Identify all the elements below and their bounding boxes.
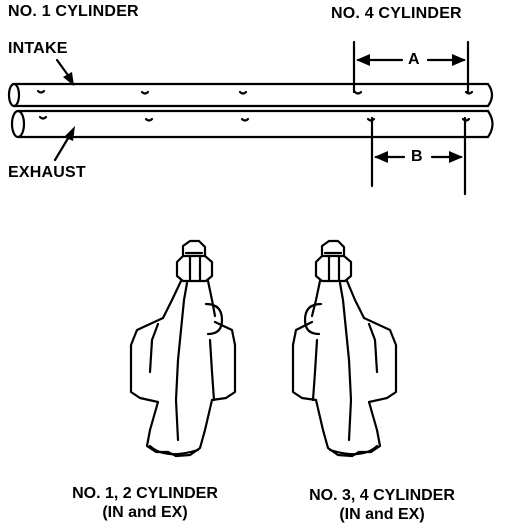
caption-no-3-4-line1: NO. 3, 4 CYLINDER (309, 487, 455, 504)
caption-no-1-2-line1: NO. 1, 2 CYLINDER (72, 485, 218, 502)
rocker-arm-no-1-2 (129, 239, 237, 458)
caption-no-1-2: NO. 1, 2 CYLINDER (IN and EX) (35, 484, 255, 522)
intake-rocker-shaft (7, 82, 494, 108)
rocker-arm-no-3-4 (291, 239, 398, 458)
exhaust-label: EXHAUST (8, 164, 86, 181)
exhaust-leader-arrow (53, 133, 72, 162)
caption-no-1-2-line2: (IN and EX) (102, 504, 188, 521)
dimension-b-label: B (411, 148, 423, 165)
exhaust-rocker-shaft (10, 109, 494, 139)
intake-label: INTAKE (8, 40, 68, 57)
caption-no-3-4: NO. 3, 4 CYLINDER (IN and EX) (272, 486, 492, 524)
caption-no-3-4-line2: (IN and EX) (339, 506, 425, 523)
dimension-a-label: A (408, 51, 420, 68)
no4-cylinder-label: NO. 4 CYLINDER (331, 5, 462, 22)
no1-cylinder-label: NO. 1 CYLINDER (8, 3, 139, 20)
